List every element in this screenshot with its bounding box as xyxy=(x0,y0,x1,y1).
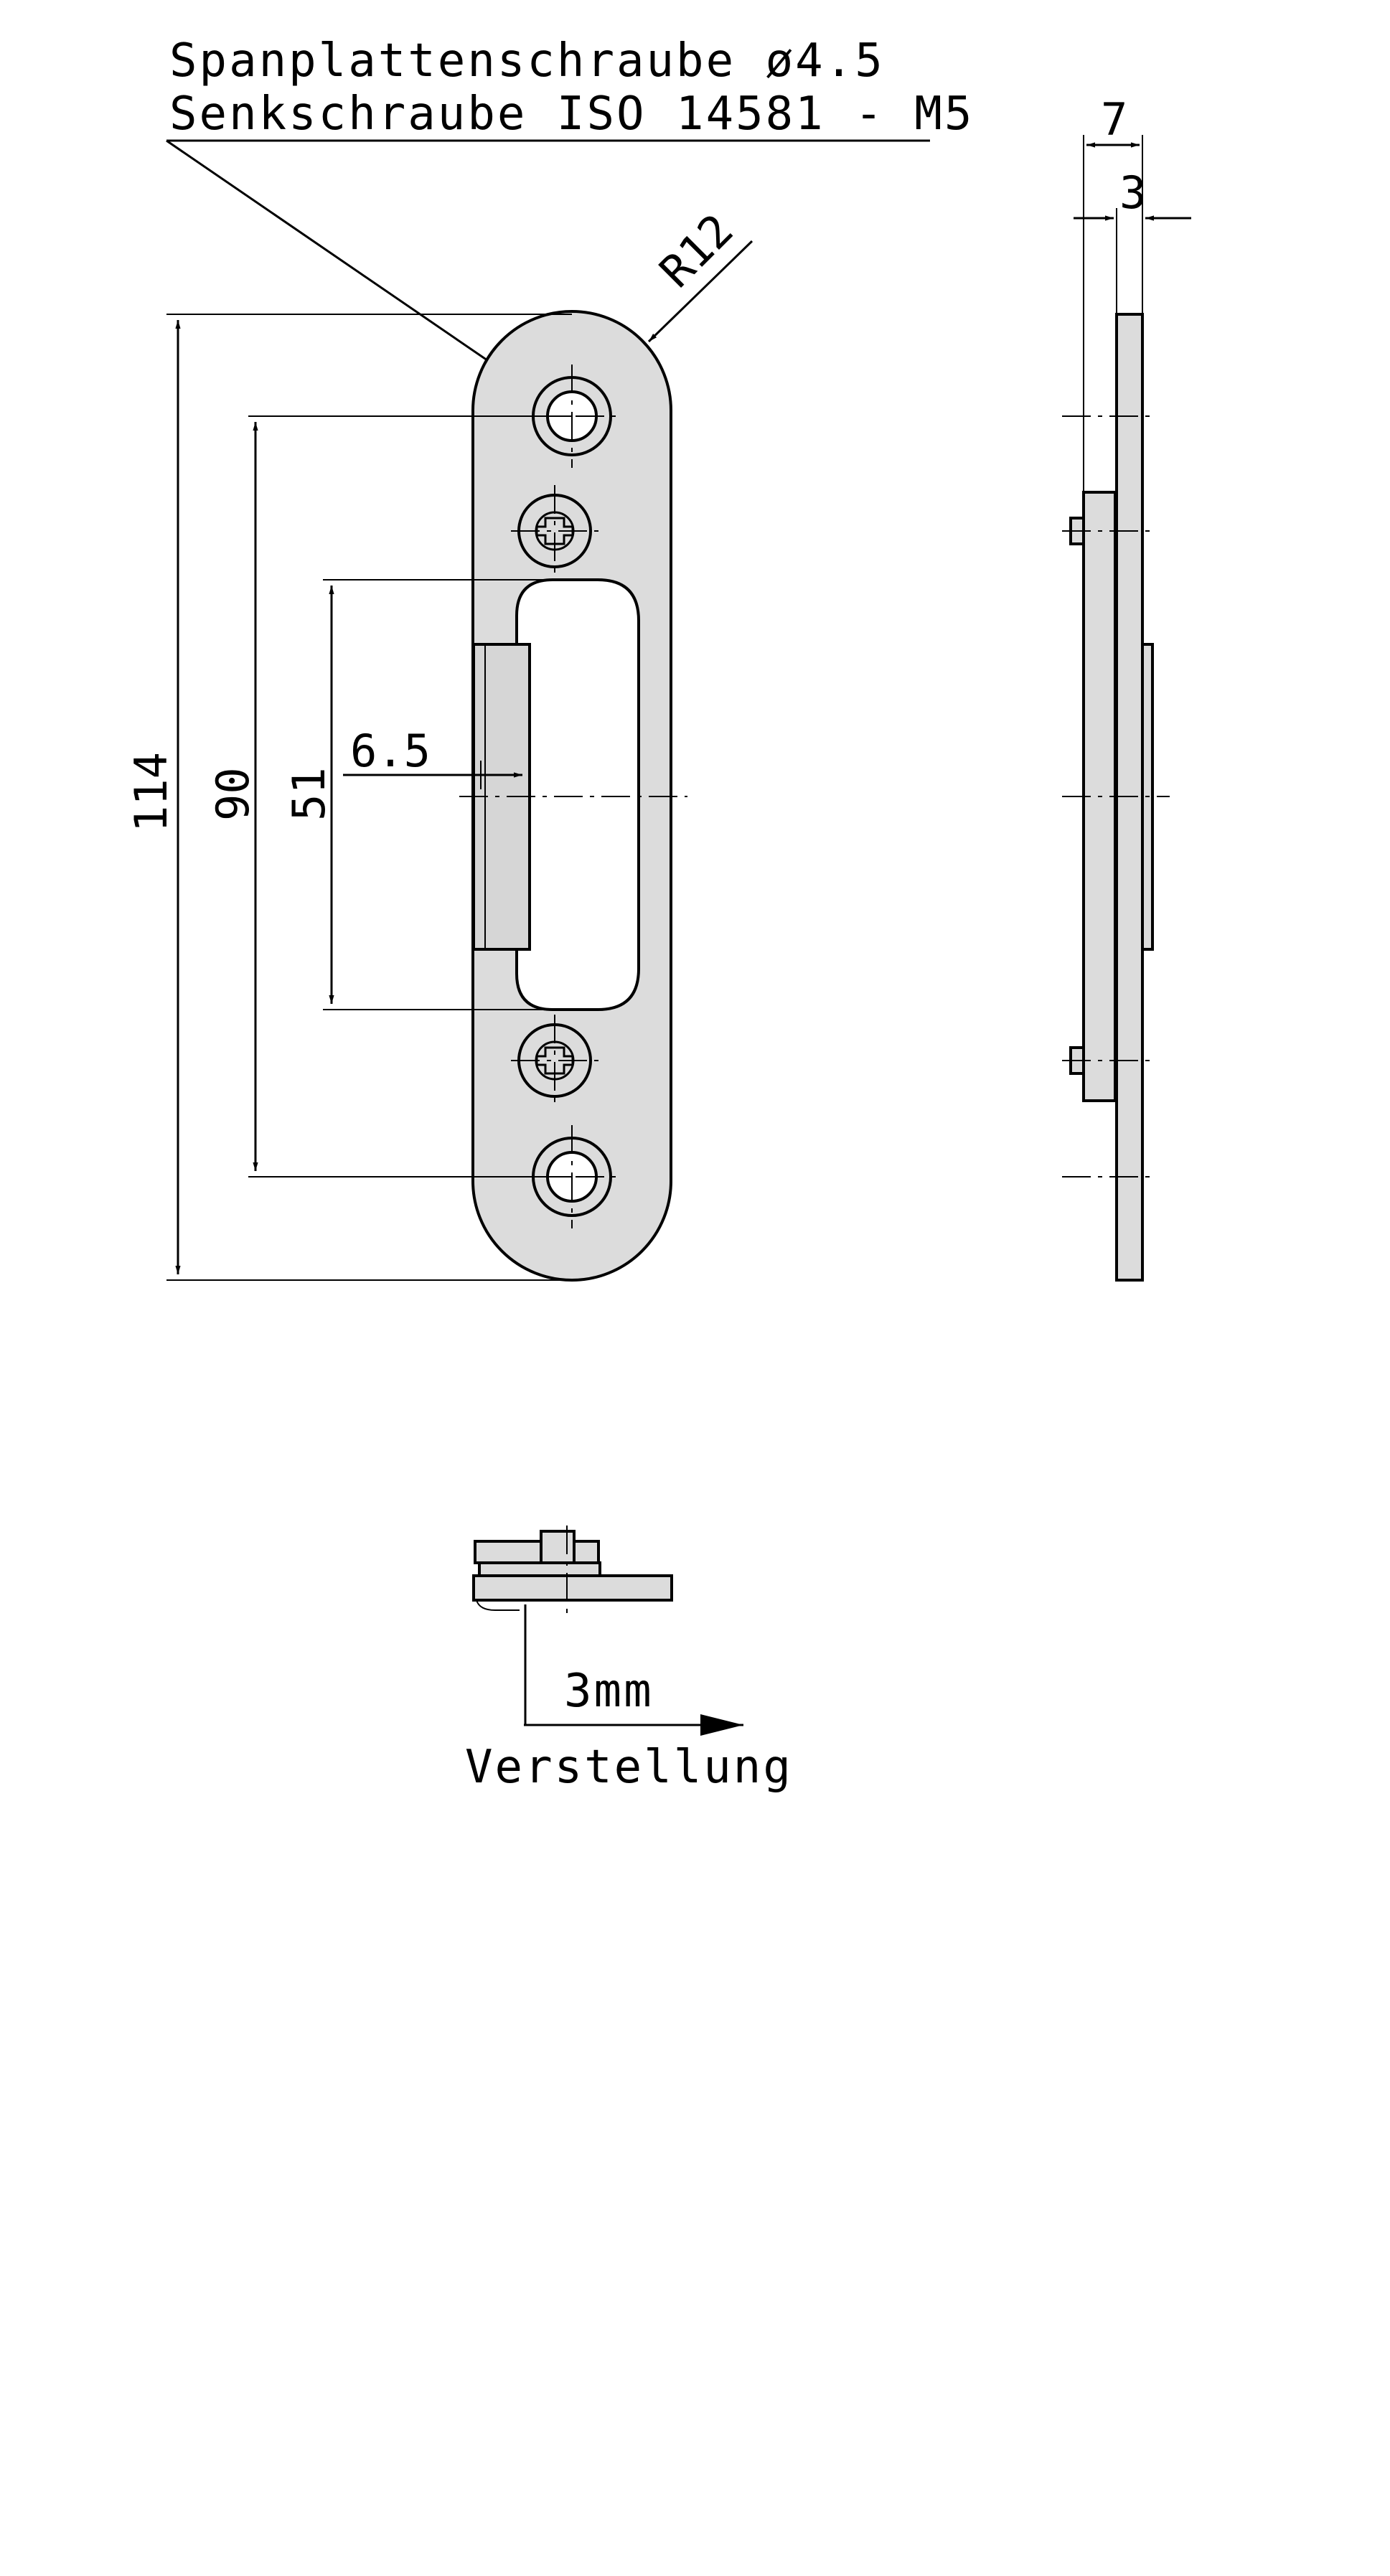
dim-offset-label: 6.5 xyxy=(350,725,431,777)
detail-screw xyxy=(540,1530,576,1564)
screw-note-line1: Spanplattenschraube ø4.5 xyxy=(169,34,885,88)
screw-callout: Spanplattenschraube ø4.5 Senkschraube IS… xyxy=(166,34,974,416)
adjustment-detail: 3mm Verstellung xyxy=(465,1526,793,1794)
front-view xyxy=(459,310,687,1282)
side-dimensions: 7 3 xyxy=(1074,93,1191,492)
screw-note-line2: Senkschraube ISO 14581 - M5 xyxy=(169,88,974,141)
adjust-amount: 3mm xyxy=(564,1665,654,1718)
dim-side-total-label: 7 xyxy=(1101,93,1127,146)
dim-overall-height-label: 114 xyxy=(125,752,177,832)
detail-plate xyxy=(472,1574,673,1602)
dim-hole-spacing-label: 90 xyxy=(207,767,259,821)
radius-leader xyxy=(647,240,753,343)
side-view xyxy=(1062,313,1170,1282)
latch-slot xyxy=(515,578,640,1011)
adjust-label: Verstellung xyxy=(465,1741,793,1794)
dim-slot-height-label: 51 xyxy=(283,767,335,821)
detail-insert xyxy=(474,1540,600,1564)
dim-side-plate-label: 3 xyxy=(1119,166,1146,219)
radius-label: R12 xyxy=(649,204,743,298)
